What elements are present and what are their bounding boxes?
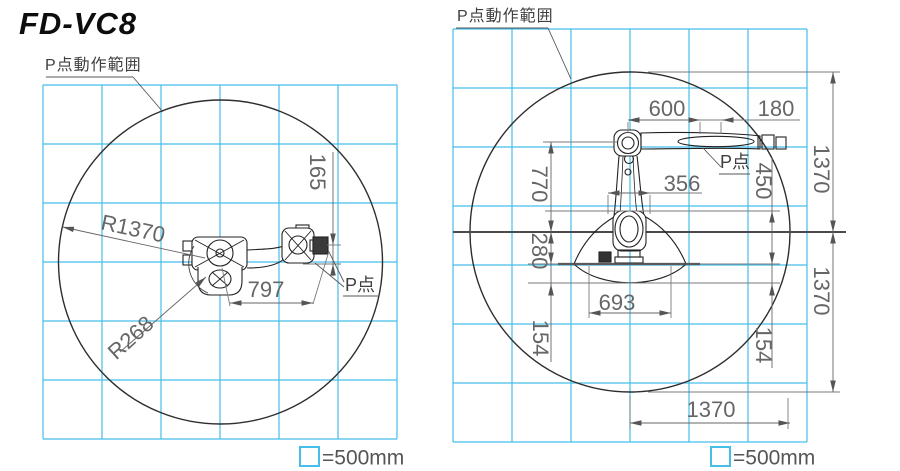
left-range-circle [57, 99, 384, 425]
dim-280: 280 [527, 232, 552, 270]
robot-top-view [182, 224, 329, 296]
dim-693: 693 [598, 290, 636, 315]
dim-600: 600 [648, 96, 686, 121]
dim-154-right: 154 [751, 326, 776, 364]
left-legend-text: =500mm [322, 446, 405, 470]
left-p-point-label: P点 [344, 275, 376, 295]
dim-1370-bottom: 1370 [686, 397, 736, 422]
right-legend-square [710, 446, 731, 467]
model-title: FD-VC8 [19, 6, 137, 41]
left-range-label: P点動作範囲 [45, 57, 142, 74]
dim-154-left: 154 [528, 319, 553, 357]
dim-180: 180 [757, 96, 795, 121]
dim-770: 770 [527, 165, 552, 203]
dim-356: 356 [663, 171, 701, 196]
dim-1370-upper: 1370 [809, 144, 834, 194]
right-dimensions [456, 27, 840, 429]
left-dimensions [46, 76, 378, 353]
dim-1370-lower: 1370 [809, 266, 834, 316]
left-legend-square [299, 446, 320, 467]
right-legend-text: =500mm [733, 446, 816, 470]
dim-450: 450 [751, 162, 776, 200]
right-range-label: P点動作範囲 [457, 8, 554, 25]
right-p-point-label: P点 [719, 152, 751, 172]
dim-165: 165 [305, 153, 330, 191]
dim-797: 797 [247, 277, 285, 302]
robot-side-view [573, 129, 787, 284]
